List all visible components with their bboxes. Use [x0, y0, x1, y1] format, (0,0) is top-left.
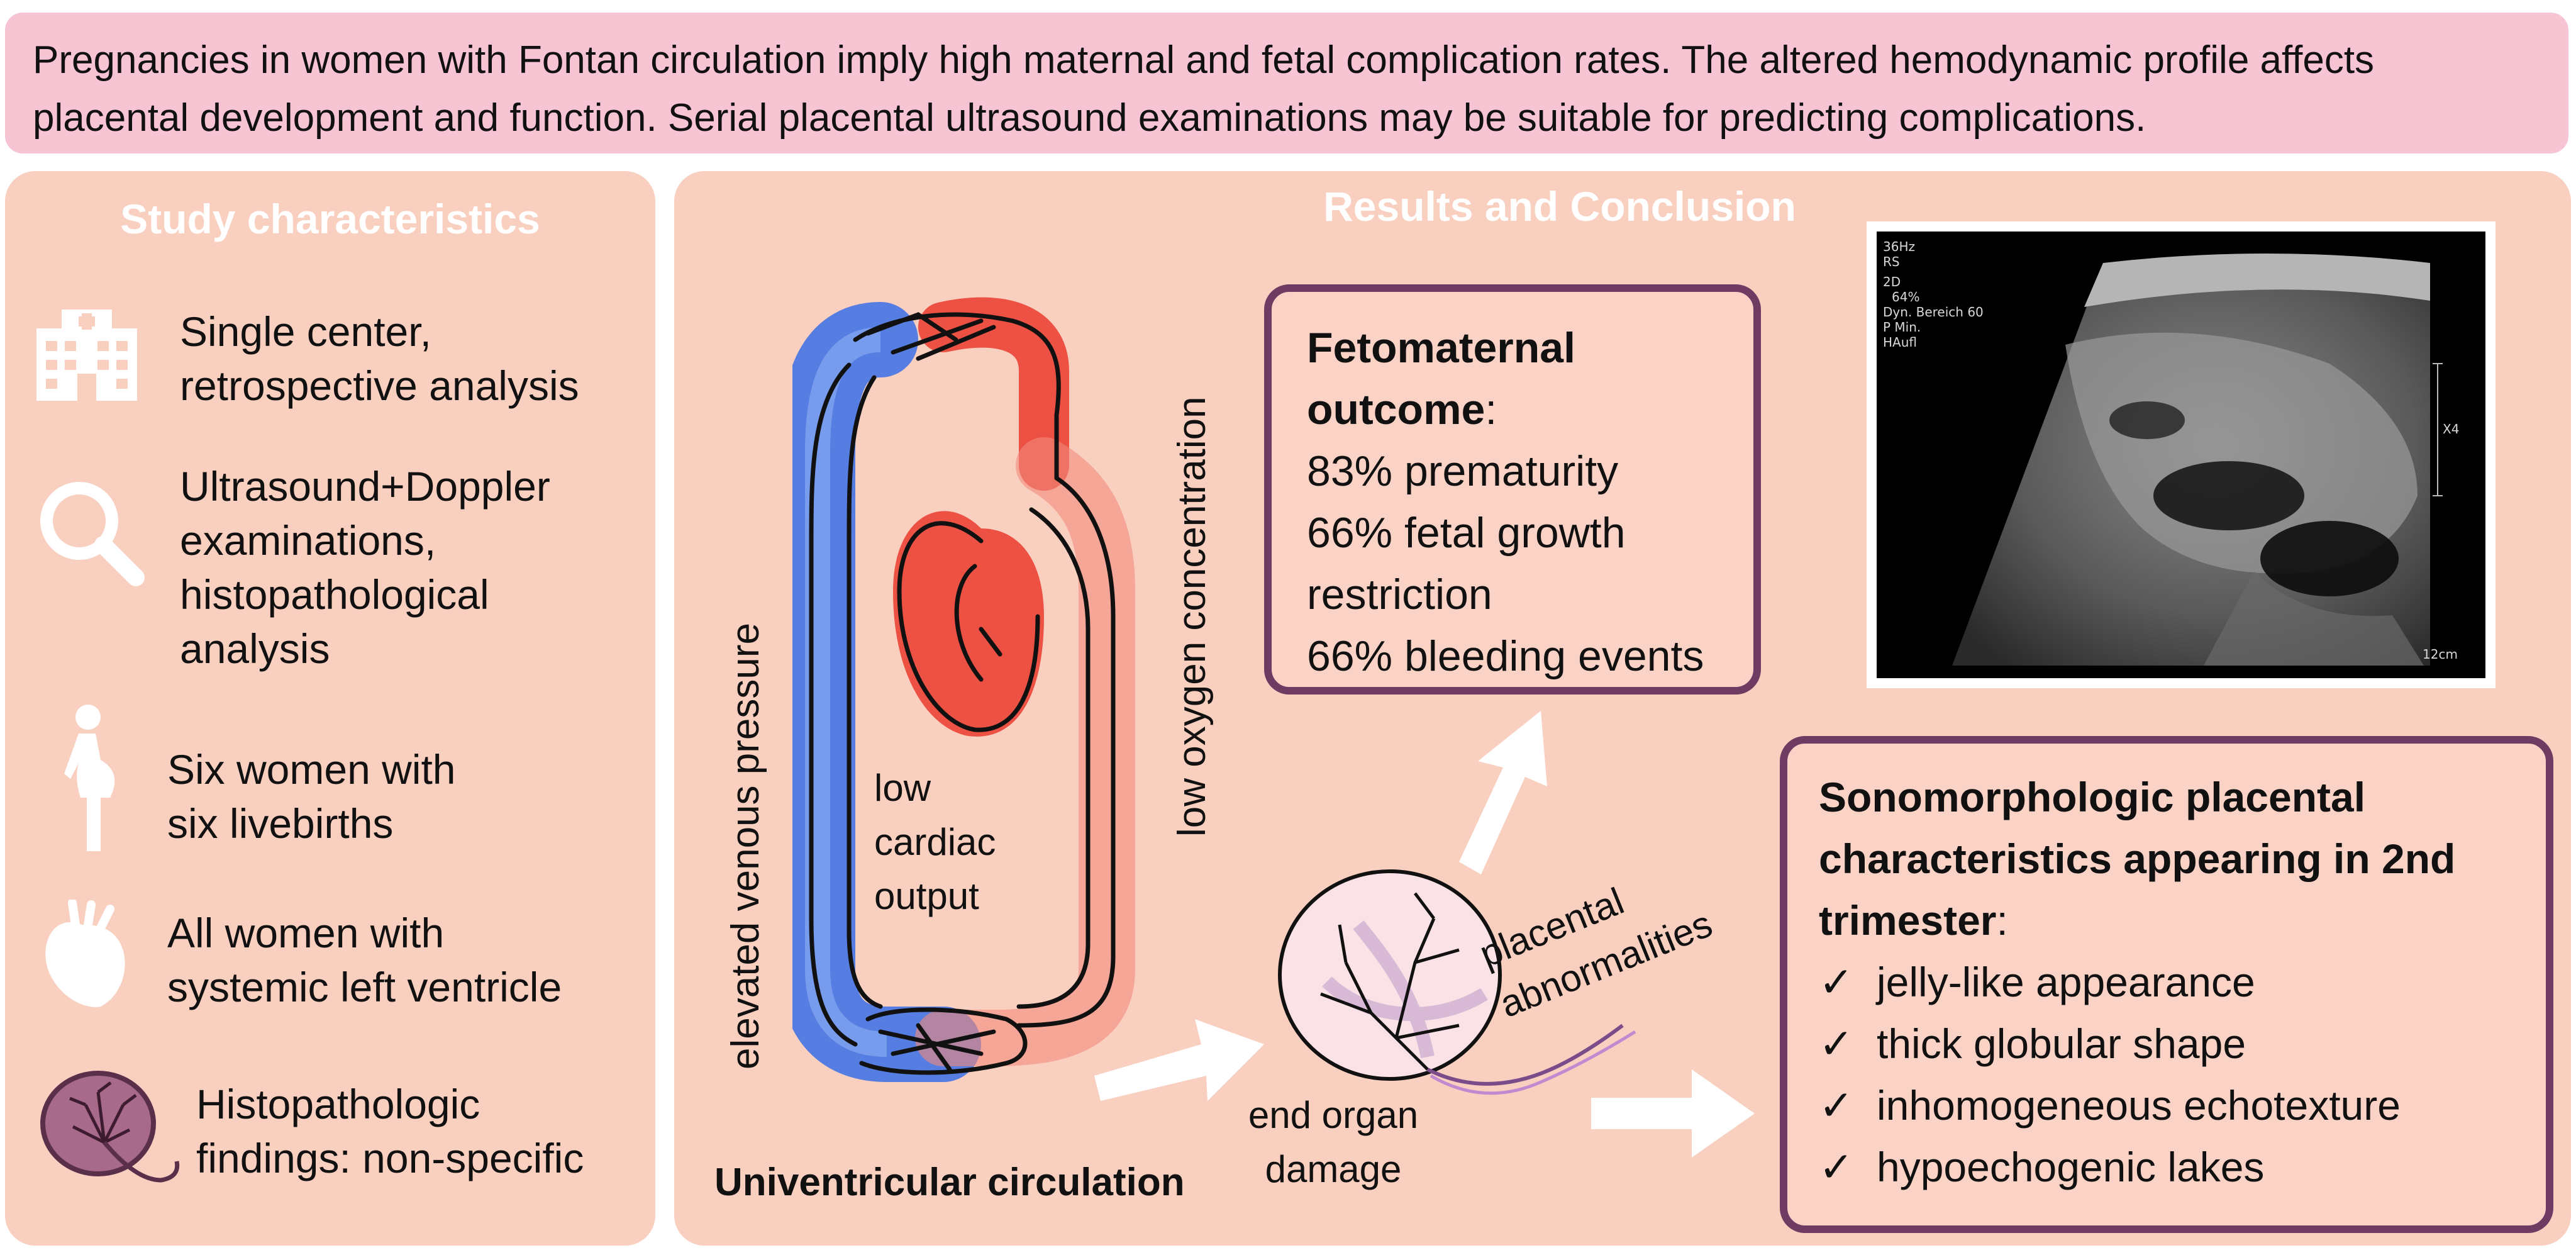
- magnifier-icon: [35, 477, 148, 590]
- study-item-4: All women with systemic left ventricle: [167, 910, 562, 1010]
- study-characteristics-title: Study characteristics: [120, 196, 540, 242]
- sono-item-2: ✓ thick globular shape: [1819, 1020, 2246, 1067]
- fetomaternal-title-line-1: Fetomaternal: [1307, 324, 1575, 372]
- study-item-3: Six women with six livebirths: [167, 746, 456, 847]
- ultrasound-depth: 12cm: [2423, 647, 2458, 662]
- sono-item-1: ✓ jelly-like appearance: [1819, 959, 2255, 1005]
- sono-title-colon: :: [1996, 897, 2008, 944]
- arrow-up-to-outcome-icon: [1446, 711, 1553, 874]
- checkmark-icon: ✓: [1819, 1144, 1854, 1190]
- checkmark-icon: ✓: [1819, 1082, 1854, 1129]
- ultrasound-overlay-text: 36Hz RS 2D 64% Dyn. Bereich 60 P Min. HA…: [1883, 239, 1984, 350]
- fetomaternal-title-line-2: outcome: [1307, 386, 1485, 433]
- arrow-to-placenta-icon: [1094, 1007, 1270, 1101]
- study-item-1: Single center, retrospective analysis: [180, 308, 579, 409]
- fetomaternal-line-4: 66% bleeding events: [1307, 632, 1704, 680]
- univentricular-circulation-diagram: [780, 289, 1170, 1082]
- placenta-icon: [35, 1067, 186, 1193]
- arrow-right-to-sono-icon: [1591, 1069, 1761, 1158]
- sono-title-line-2: characteristics appearing in 2nd: [1819, 835, 2456, 882]
- low-cardiac-output-label: low cardiac output: [874, 767, 996, 917]
- sono-item-4: ✓ hypoechogenic lakes: [1819, 1144, 2265, 1190]
- study-item-5: Histopathologic findings: non-specific: [196, 1081, 584, 1181]
- placenta-ultrasound-image: 36Hz RS 2D 64% Dyn. Bereich 60 P Min. HA…: [1867, 221, 2496, 688]
- summary-banner: Pregnancies in women with Fontan circula…: [5, 13, 2568, 153]
- study-item-2: Ultrasound+Doppler examinations, histopa…: [180, 463, 550, 672]
- sono-title-line-1: Sonomorphologic placental: [1819, 774, 2366, 820]
- fetomaternal-outcome-box: Fetomaternal outcome: 83% prematurity 66…: [1264, 284, 1761, 695]
- summary-line-1: Pregnancies in women with Fontan circula…: [33, 38, 2375, 82]
- checkmark-icon: ✓: [1819, 1020, 1854, 1067]
- elevated-venous-pressure-label: elevated venous pressure: [724, 622, 767, 1069]
- heart-icon: [38, 898, 132, 1013]
- checkmark-icon: ✓: [1819, 959, 1854, 1005]
- pregnant-woman-icon: [57, 703, 126, 854]
- fetomaternal-title-colon: :: [1485, 386, 1497, 433]
- fetomaternal-line-1: 83% prematurity: [1307, 447, 1619, 495]
- hospital-icon: [30, 303, 143, 404]
- summary-line-2: placental development and function. Seri…: [33, 96, 2146, 140]
- fetomaternal-line-2: 66% fetal growth: [1307, 509, 1626, 557]
- end-organ-damage-label: end organ damage: [1248, 1094, 1419, 1190]
- sonomorphologic-box: Sonomorphologic placental characteristic…: [1780, 736, 2553, 1233]
- low-oxygen-concentration-label: low oxygen concentration: [1170, 396, 1214, 837]
- sono-title-line-3: trimester: [1819, 897, 1997, 944]
- results-title: Results and Conclusion: [1323, 183, 1796, 230]
- placenta-drawing: [1270, 868, 1660, 1120]
- univentricular-circulation-caption: Univentricular circulation: [714, 1161, 1185, 1204]
- fetomaternal-line-3: restriction: [1307, 571, 1492, 618]
- ultrasound-marker: X4: [2443, 421, 2460, 437]
- sono-item-3: ✓ inhomogeneous echotexture: [1819, 1082, 2401, 1129]
